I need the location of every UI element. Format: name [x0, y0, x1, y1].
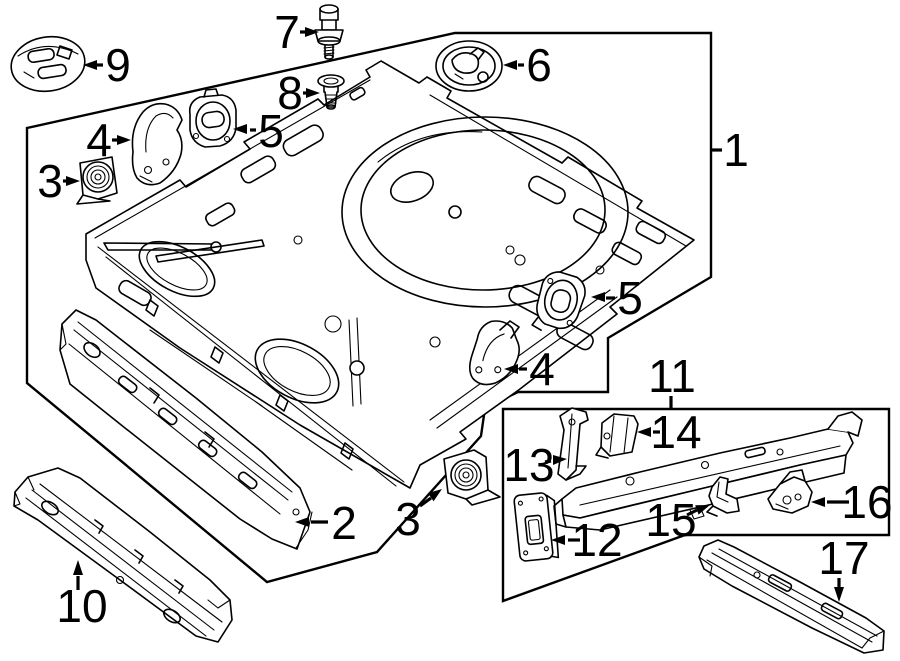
part-5-upper-drawing	[188, 88, 237, 148]
part-5-right-drawing	[531, 271, 586, 332]
callout-14-label: 14	[650, 406, 701, 458]
callout-12-label: 12	[571, 514, 622, 566]
callout-2: 2	[295, 497, 357, 549]
callout-3-upper-label: 3	[37, 155, 63, 207]
part-11-rail-drawing	[553, 411, 863, 531]
callout-15-arrow	[686, 508, 698, 517]
callout-5-upper-label: 5	[258, 105, 284, 157]
callout-10-label: 10	[56, 580, 107, 632]
callout-13-label: 13	[503, 439, 554, 491]
callout-12: 12	[551, 514, 623, 566]
part-12-drawing	[513, 492, 560, 562]
part-17-drawing	[698, 539, 885, 654]
callout-6-label: 6	[526, 39, 552, 91]
part-3-upper-drawing	[76, 156, 118, 205]
part-9-drawing	[10, 35, 86, 93]
callout-13-arrow	[544, 459, 552, 464]
callout-15: 15	[645, 494, 710, 546]
callout-5-right: 5	[591, 272, 643, 324]
callout-3-lower-label: 3	[395, 493, 421, 545]
callout-15-label: 15	[645, 494, 696, 546]
callout-8: 8	[277, 67, 320, 119]
part-15-drawing	[706, 476, 740, 517]
part-7-drawing	[314, 4, 344, 60]
part-10-drawing	[13, 467, 233, 643]
part-14-drawing	[595, 413, 639, 459]
part-8-drawing	[317, 74, 345, 110]
callout-3-upper: 3	[37, 155, 80, 207]
callout-14: 14	[637, 406, 702, 458]
callout-4-upper: 4	[86, 114, 131, 166]
callout-16: 16	[811, 476, 893, 528]
callout-17: 17	[818, 532, 870, 602]
callout-4-right-label: 4	[529, 343, 555, 395]
callout-6: 6	[503, 39, 552, 91]
callout-9: 9	[83, 39, 131, 91]
part-16-drawing	[767, 469, 813, 514]
callout-8-label: 8	[277, 67, 303, 119]
callout-7-label: 7	[274, 6, 300, 58]
callout-5-right-label: 5	[617, 272, 643, 324]
callout-17-label: 17	[818, 532, 869, 584]
callout-2-label: 2	[331, 497, 357, 549]
callout-1-label: 1	[723, 124, 749, 176]
callout-16-label: 16	[841, 476, 892, 528]
callout-7: 7	[274, 6, 319, 58]
part-3-lower-drawing	[443, 449, 501, 506]
part-4-upper-drawing	[131, 102, 183, 186]
part-6-drawing	[435, 40, 503, 92]
callout-9-label: 9	[105, 39, 131, 91]
callout-3-lower: 3	[395, 489, 442, 545]
callout-3-lower-arrow	[419, 496, 432, 508]
callout-4-upper-label: 4	[86, 114, 112, 166]
callout-11-label: 11	[648, 350, 696, 402]
callout-1: 1	[712, 124, 749, 176]
callout-4-right: 4	[504, 343, 555, 395]
part-13-drawing	[557, 407, 589, 481]
callout-10: 10	[56, 560, 108, 632]
part-2-drawing	[59, 309, 313, 550]
floor-pan-drawing	[85, 60, 695, 489]
callout-11: 11	[648, 350, 696, 409]
callout-5-upper: 5	[233, 105, 284, 157]
callout-13: 13	[503, 439, 567, 491]
